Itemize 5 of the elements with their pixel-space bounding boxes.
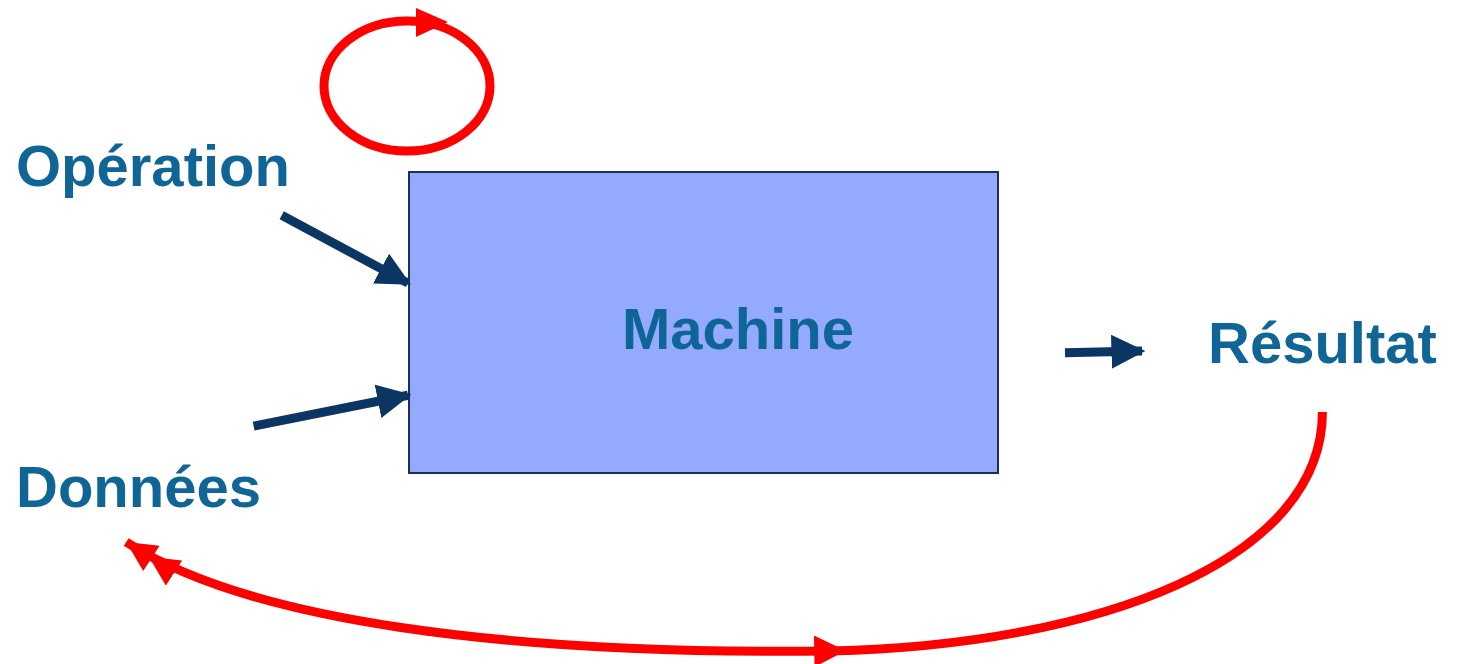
box-label: Machine xyxy=(622,300,855,358)
arrow xyxy=(1064,334,1146,369)
node-label: Données xyxy=(16,458,261,516)
node-label: Résultat xyxy=(1208,314,1437,372)
process-box xyxy=(408,171,999,474)
